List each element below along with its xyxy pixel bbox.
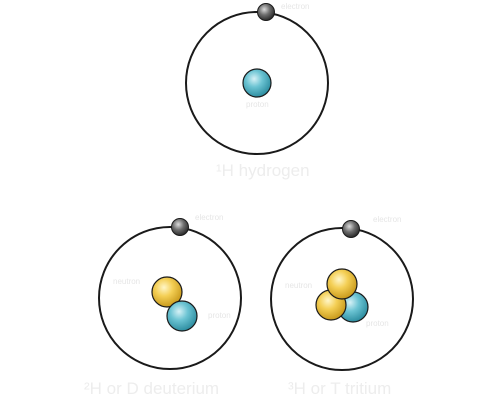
proton-label-hydrogen: proton [246,100,269,109]
atom-tritium: electron neutron proton ³H or T tritium [270,215,414,398]
electron-label-hydrogen: electron [281,2,309,11]
neutron-label-tritium: neutron [285,281,312,290]
electron-deuterium [171,218,189,236]
caption-hydrogen: ¹H hydrogen [216,161,310,180]
proton-label-tritium: proton [366,319,389,328]
electron-tritium [342,220,360,238]
atom-deuterium: electron neutron proton ²H or D deuteriu… [84,213,242,398]
neutron-label-deuterium: neutron [113,277,140,286]
electron-label-tritium: electron [373,215,401,224]
neutron-deuterium [151,276,183,308]
proton-hydrogen [242,68,272,98]
caption-deuterium: ²H or D deuterium [84,379,219,398]
electron-hydrogen [257,3,275,21]
proton-deuterium [166,300,198,332]
neutron-tritium-upper [326,268,358,300]
electron-label-deuterium: electron [195,213,223,222]
caption-tritium: ³H or T tritium [288,379,391,398]
atom-hydrogen: electron proton ¹H hydrogen [185,2,329,180]
orbit-deuterium [98,226,242,370]
proton-label-deuterium: proton [208,311,231,320]
orbit-tritium [270,227,414,371]
